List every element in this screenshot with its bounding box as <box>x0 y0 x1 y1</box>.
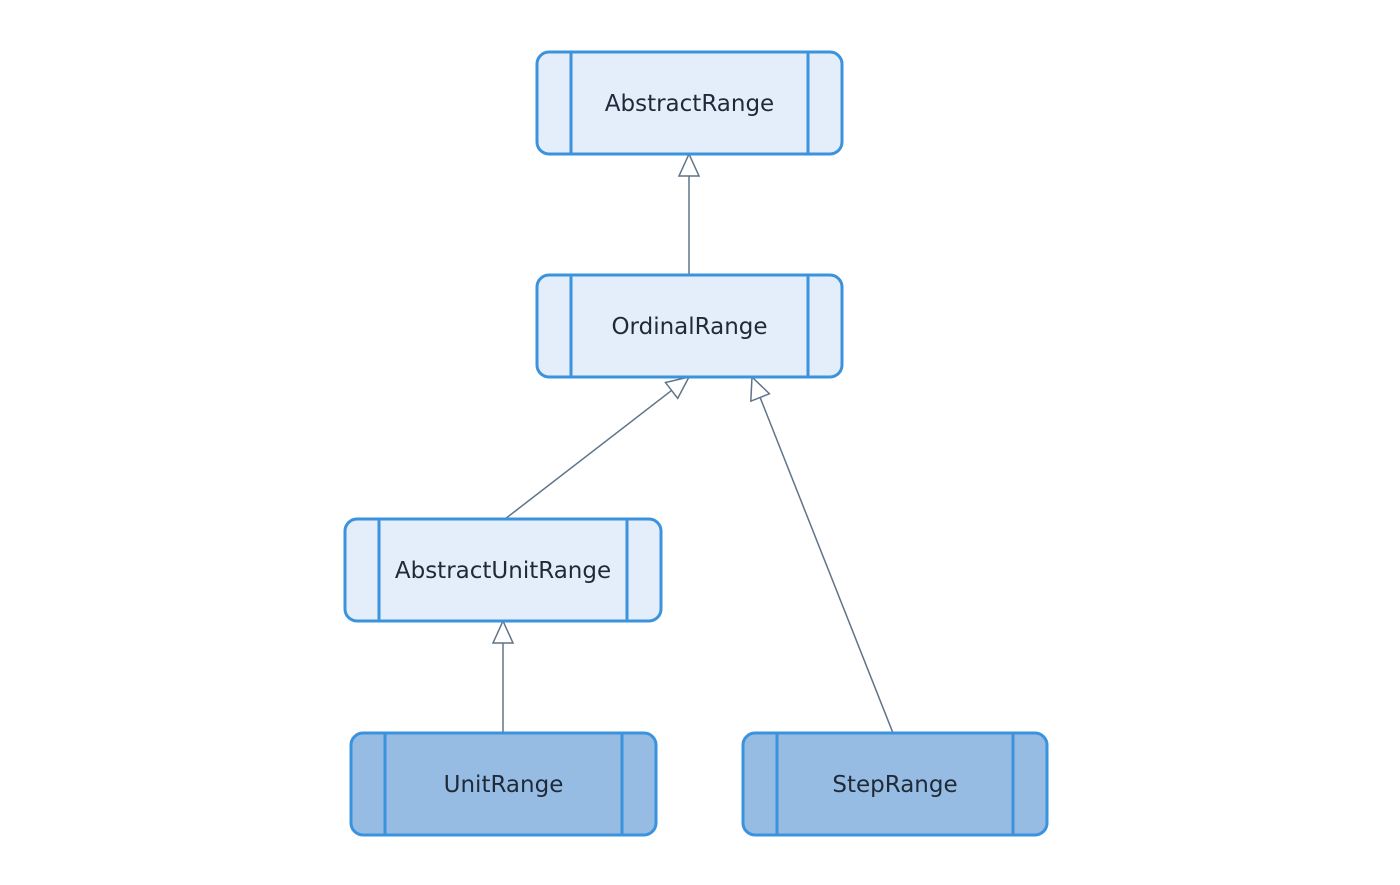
inheritance-line <box>759 397 894 734</box>
inheritance-line <box>504 389 673 520</box>
hollow-arrowhead <box>491 619 515 644</box>
edge-abstract-unit-range-to-ordinal-range <box>504 375 691 520</box>
node-abstract-unit-range[interactable]: AbstractUnitRange <box>343 517 663 623</box>
node-label: StepRange <box>832 772 957 798</box>
node-abstract-range[interactable]: AbstractRange <box>535 50 844 156</box>
node-label: AbstractUnitRange <box>395 558 611 584</box>
node-label: OrdinalRange <box>611 314 767 340</box>
nodes: AbstractRangeOrdinalRangeAbstractUnitRan… <box>343 50 1049 837</box>
edges <box>491 152 894 734</box>
edge-ordinal-range-to-abstract-range <box>677 152 701 275</box>
hollow-arrowhead <box>664 375 691 400</box>
hollow-arrowhead <box>677 152 701 177</box>
node-label: UnitRange <box>444 772 564 798</box>
hollow-arrowhead <box>749 375 771 403</box>
node-unit-range[interactable]: UnitRange <box>349 731 658 837</box>
node-label: AbstractRange <box>605 91 774 117</box>
edge-step-range-to-ordinal-range <box>749 375 894 734</box>
node-box <box>349 731 658 837</box>
node-box <box>535 273 844 379</box>
edge-unit-range-to-abstract-unit-range <box>491 619 515 733</box>
node-box <box>741 731 1049 837</box>
node-box <box>343 517 663 623</box>
node-ordinal-range[interactable]: OrdinalRange <box>535 273 844 379</box>
node-box <box>535 50 844 156</box>
node-step-range[interactable]: StepRange <box>741 731 1049 837</box>
